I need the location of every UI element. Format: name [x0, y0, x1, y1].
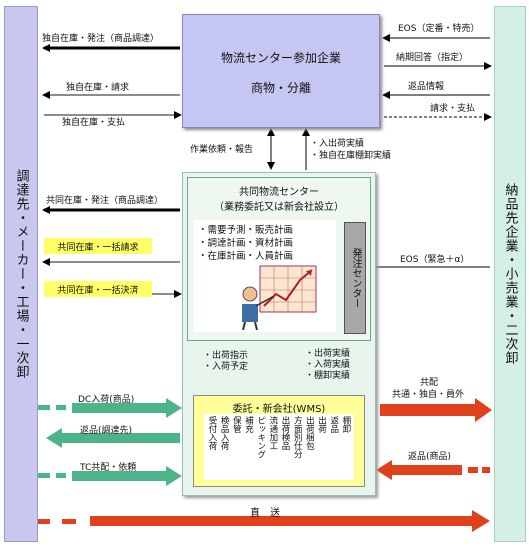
instruction-ship: ・出荷指示	[203, 351, 249, 361]
plans-box: ・需要予測・販売計画 ・調達計画・資材計画 ・在庫計画・人員計画	[194, 220, 336, 332]
label-delivery-types: 共通・独自・員外	[392, 390, 465, 400]
joint-settlement-box: 共同在庫・一括決済	[44, 281, 152, 297]
result-arrival: ・入荷実績	[305, 360, 351, 370]
wms-box: 委託・新会社(WMS) 受付入荷 検品入荷 保管 補充 ピッキング 流通加工 出…	[193, 395, 365, 487]
label-order: 独自在庫・発注（商品調達）	[42, 34, 160, 44]
planner-illustration	[242, 265, 317, 330]
plan-line-1: ・需要予測・販売計画	[198, 225, 294, 236]
label-joint-order: 共同在庫・発注（商品調達）	[46, 196, 164, 206]
label-returns-supplier: 返品(調達先)	[80, 426, 133, 436]
task-receive: 受付入荷	[207, 416, 217, 450]
label-billing-payment: 請求・支払	[430, 104, 476, 114]
dc-inbound-arrow	[38, 398, 182, 418]
label-work-request: 作業依頼・報告	[190, 145, 254, 155]
wms-title: 委託・新会社(WMS)	[232, 404, 326, 415]
task-storage: 保管	[231, 416, 242, 433]
label-inventory-records: ・独自在庫棚卸実績	[310, 151, 392, 161]
wms-tasks: 受付入荷 検品入荷 保管 補充 ピッキング 流通加工 出荷検品 方面別仕分 出荷…	[204, 414, 354, 480]
task-return: 返品	[328, 416, 339, 433]
label-direct: 直 送	[250, 508, 280, 519]
inventory-records-text: 独自在庫棚卸実績	[319, 151, 392, 161]
joint-delivery-arrow	[380, 398, 492, 422]
right-column-label: 納品先企業・小売業・二次卸	[502, 183, 518, 365]
label-shipment-records: ・入出荷実績	[310, 139, 365, 149]
joint-billing-label: 共同在庫・一括請求	[57, 242, 139, 253]
task-picking: ピッキング	[255, 416, 266, 459]
task-sort: 方面別仕分	[292, 416, 303, 459]
task-processing: 流通加工	[267, 416, 278, 450]
order-center-box: 発注センター	[344, 222, 366, 334]
participants-title: 物流センター参加企業	[220, 51, 341, 65]
label-returns-info: 返品情報	[408, 82, 445, 92]
participants-box: 物流センター参加企業 商物・分離	[182, 14, 380, 128]
returns-goods-arrow	[376, 460, 490, 480]
participants-subtitle: 商物・分離	[250, 81, 311, 95]
label-reply: 納期回答（指定）	[396, 53, 469, 63]
plan-line-2: ・調達計画・資材計画	[198, 238, 294, 249]
center-box: 共同物流センター （業務委託又は新会社設立） ・需要予測・販売計画 ・調達計画・…	[182, 172, 376, 496]
result-ship: ・出荷実績	[305, 349, 351, 359]
right-column: 納品先企業・小売業・二次卸	[494, 6, 526, 542]
plan-line-3: ・在庫計画・人員計画	[198, 251, 294, 262]
task-ship: 出荷	[316, 416, 327, 433]
left-column: 調達先・メーカー・工場・一次卸	[4, 6, 38, 542]
label-joint-delivery: 共配	[420, 378, 439, 388]
instructions-left: ・出荷指示 ・入荷予定	[203, 351, 248, 373]
direct-arrow	[38, 510, 490, 532]
task-replenish: 補充	[243, 416, 254, 433]
label-dc-inbound: DC入荷(商品)	[78, 395, 135, 405]
label-tc-joint: TC共配・依頼	[80, 463, 137, 473]
instruction-arrival: ・入荷予定	[203, 362, 249, 372]
label-billing: 独自在庫・請求	[66, 83, 130, 93]
joint-billing-box: 共同在庫・一括請求	[44, 238, 152, 254]
returns-supplier-arrow	[46, 428, 180, 448]
order-center-label: 発注センター	[350, 248, 361, 308]
task-pack: 出荷梱包	[304, 416, 315, 450]
label-returns-goods: 返品(商品)	[408, 452, 452, 462]
center-inner: 共同物流センター （業務委託又は新会社設立） ・需要予測・販売計画 ・調達計画・…	[187, 177, 371, 341]
left-column-label: 調達先・メーカー・工場・一次卸	[13, 169, 29, 379]
label-eos: EOS（定番・特売）	[398, 24, 480, 34]
label-payment: 独自在庫・支払	[62, 118, 126, 128]
label-eos-urgent: EOS（緊急＋α）	[400, 255, 470, 265]
center-title-2: （業務委託又は新会社設立）	[214, 202, 344, 213]
instructions-right: ・出荷実績 ・入荷実績 ・棚卸実績	[305, 349, 350, 382]
shipment-records-text: 入出荷実績	[319, 139, 365, 149]
tc-joint-arrow	[38, 466, 182, 486]
result-inventory: ・棚卸実績	[305, 371, 351, 381]
center-title-1: 共同物流センター	[239, 187, 319, 198]
task-inspect: 検品入荷	[219, 416, 230, 450]
joint-settlement-label: 共同在庫・一括決済	[57, 285, 139, 296]
task-ship-inspect: 出荷検品	[280, 416, 291, 450]
task-stocktake: 棚卸	[340, 416, 351, 433]
